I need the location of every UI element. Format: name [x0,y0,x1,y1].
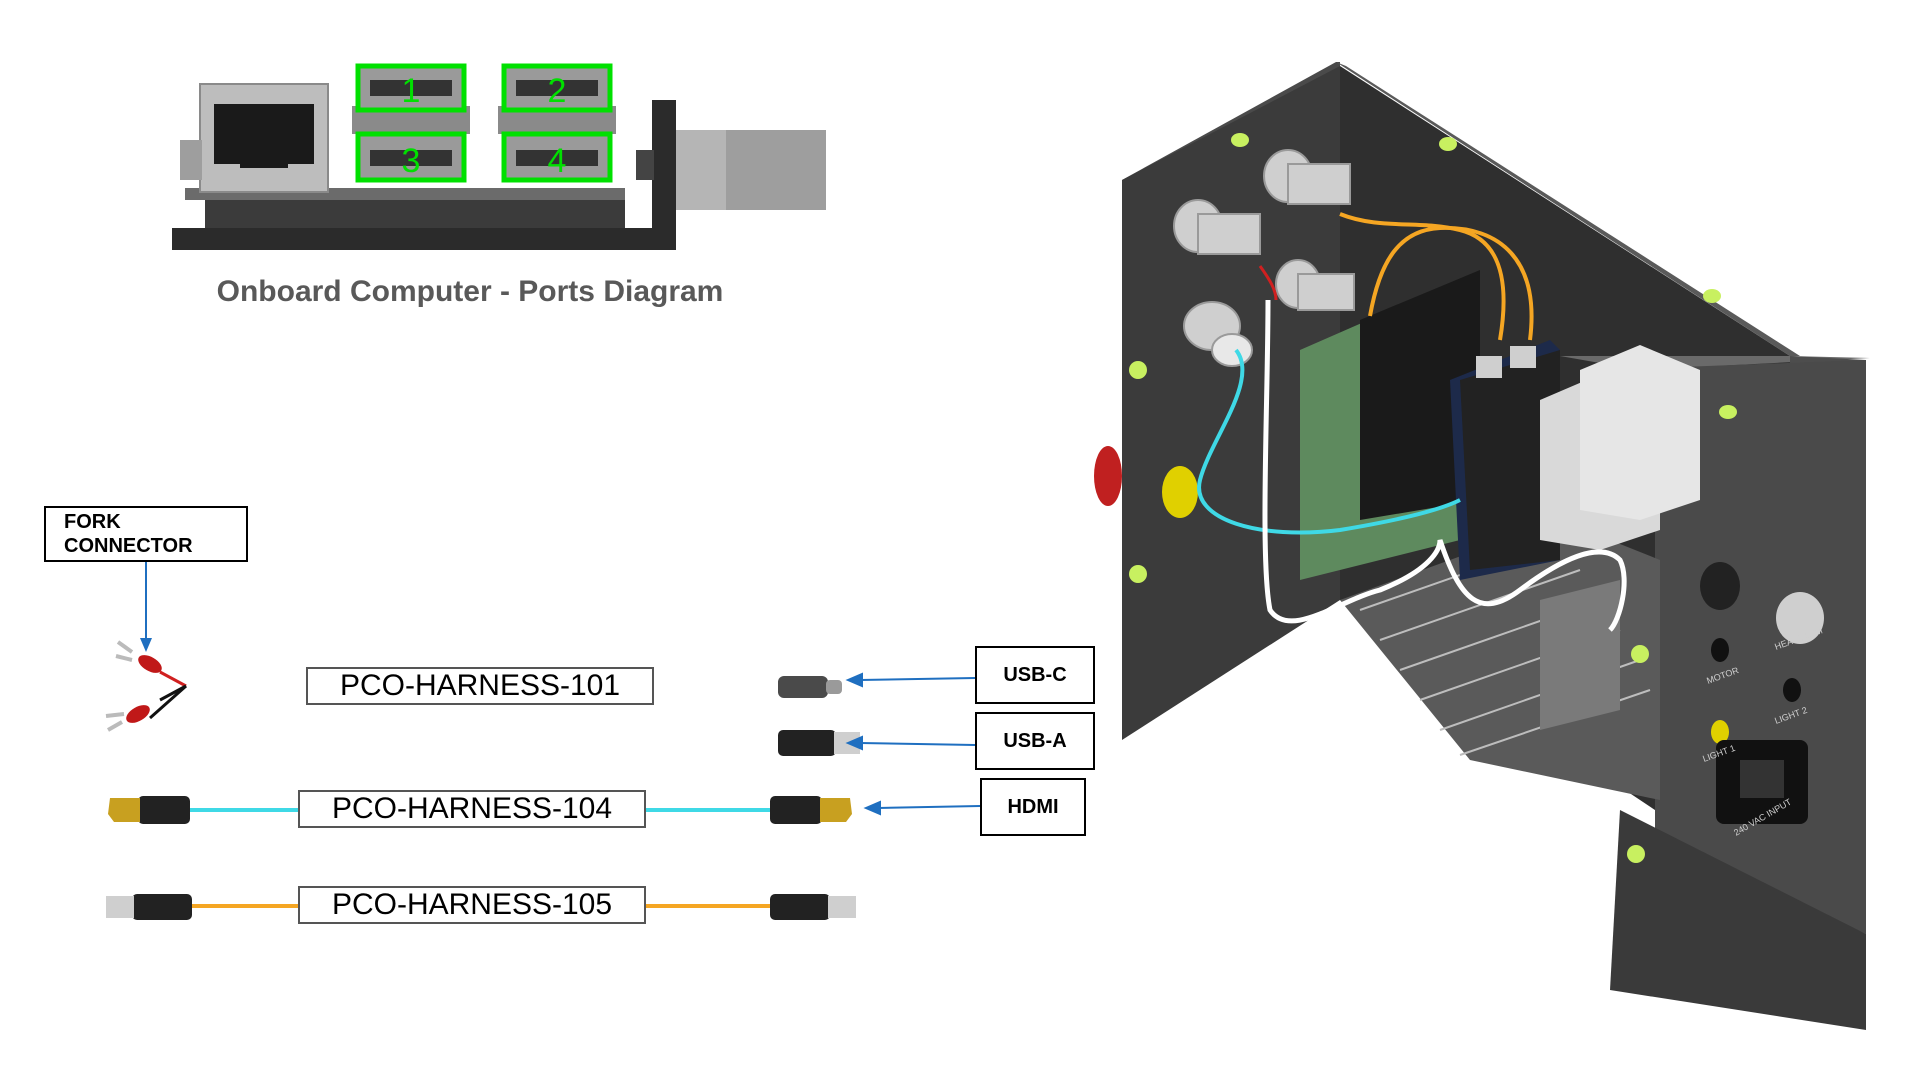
usb-port-stack-right [498,63,616,183]
usb-c-connector-icon [778,676,842,698]
usb-a-connector-right-icon [770,894,856,920]
harness-label-104: PCO-HARNESS-104 [298,790,646,828]
enclosure-render: MOTOR HEAT ELEM LIGHT 1 LIGHT 2 240 VAC … [1094,62,1870,1030]
orange-wire-path-b [1368,225,1534,341]
white-wire-path [1262,299,1627,632]
fork-connector-callout: FORK CONNECTOR [44,506,248,562]
harness-label-101: PCO-HARNESS-101 [306,667,654,705]
hdmi-callout: HDMI [980,778,1086,836]
port-number-4: 4 [548,142,567,180]
usb-port-stack-left [352,63,470,183]
ethernet-port-icon [180,83,329,193]
ports-diagram: 1 2 3 4 [172,63,826,250]
hdmi-wire-path [1197,348,1461,535]
hdmi-connector-left-icon [108,796,190,824]
fork-callout-line-2: CONNECTOR [64,535,193,557]
usb-c-callout: USB-C [975,646,1095,704]
usb-a-connector-left-icon [106,894,192,920]
port-number-3: 3 [402,142,421,180]
ports-diagram-caption: Onboard Computer - Ports Diagram [216,275,724,308]
usb-a-callout: USB-A [975,712,1095,770]
harness-label-105: PCO-HARNESS-105 [298,886,646,924]
fork-connector-icon [105,640,187,732]
callout-arrows [845,672,981,816]
hdmi-connector-right-icon [770,796,852,824]
port-number-2: 2 [548,72,567,110]
port-number-1: 1 [402,72,421,110]
fork-callout-line-1: FORK [64,511,121,533]
